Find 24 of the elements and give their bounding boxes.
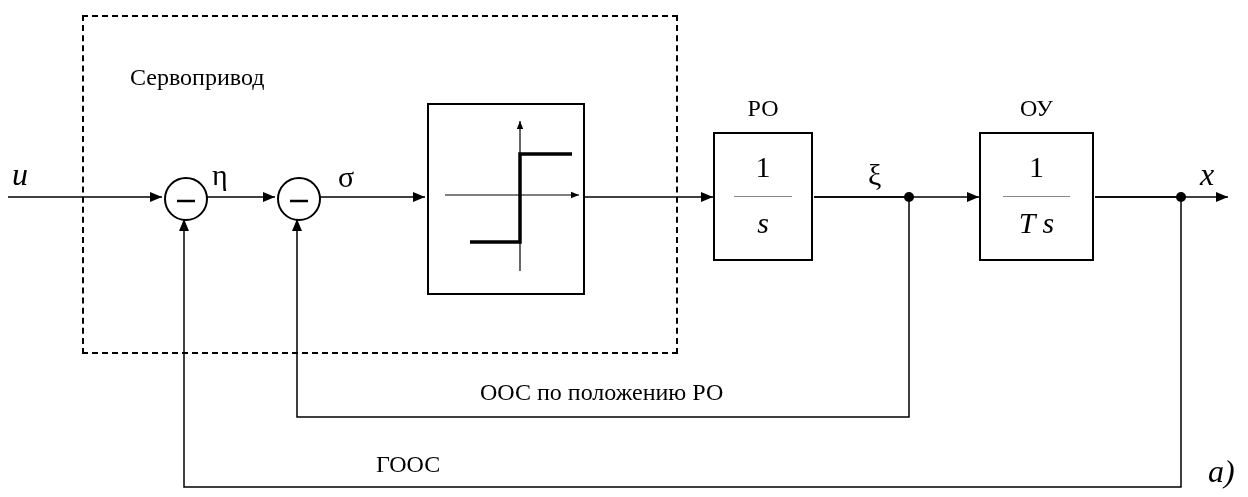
denominator: s [756, 208, 770, 238]
edge-label: ξ [868, 160, 882, 190]
numerator: 1 [1028, 152, 1045, 182]
edge-label: ГООС [376, 452, 441, 476]
edge-label: ООС по положению РО [480, 380, 724, 404]
edge-label: x [1200, 158, 1215, 190]
block-heading: ОУ [1019, 96, 1054, 120]
arrow [7, 192, 163, 202]
arrow [292, 196, 910, 418]
arrow [179, 196, 1182, 488]
edge-label: u [12, 158, 28, 190]
group-title: Сервопривод [130, 65, 265, 89]
nonlinear-block [427, 103, 585, 295]
figure-label: a) [1208, 455, 1235, 487]
summing-junction [277, 177, 321, 221]
arrow [319, 192, 426, 202]
numerator: 1 [754, 152, 772, 182]
edge-label: σ [338, 162, 355, 192]
dashed-group-box [82, 15, 678, 354]
summing-junction [164, 177, 208, 221]
block-heading: РО [746, 96, 780, 120]
edge-label: η [212, 160, 228, 190]
denominator: T s [1017, 208, 1056, 238]
arrow [206, 192, 276, 202]
